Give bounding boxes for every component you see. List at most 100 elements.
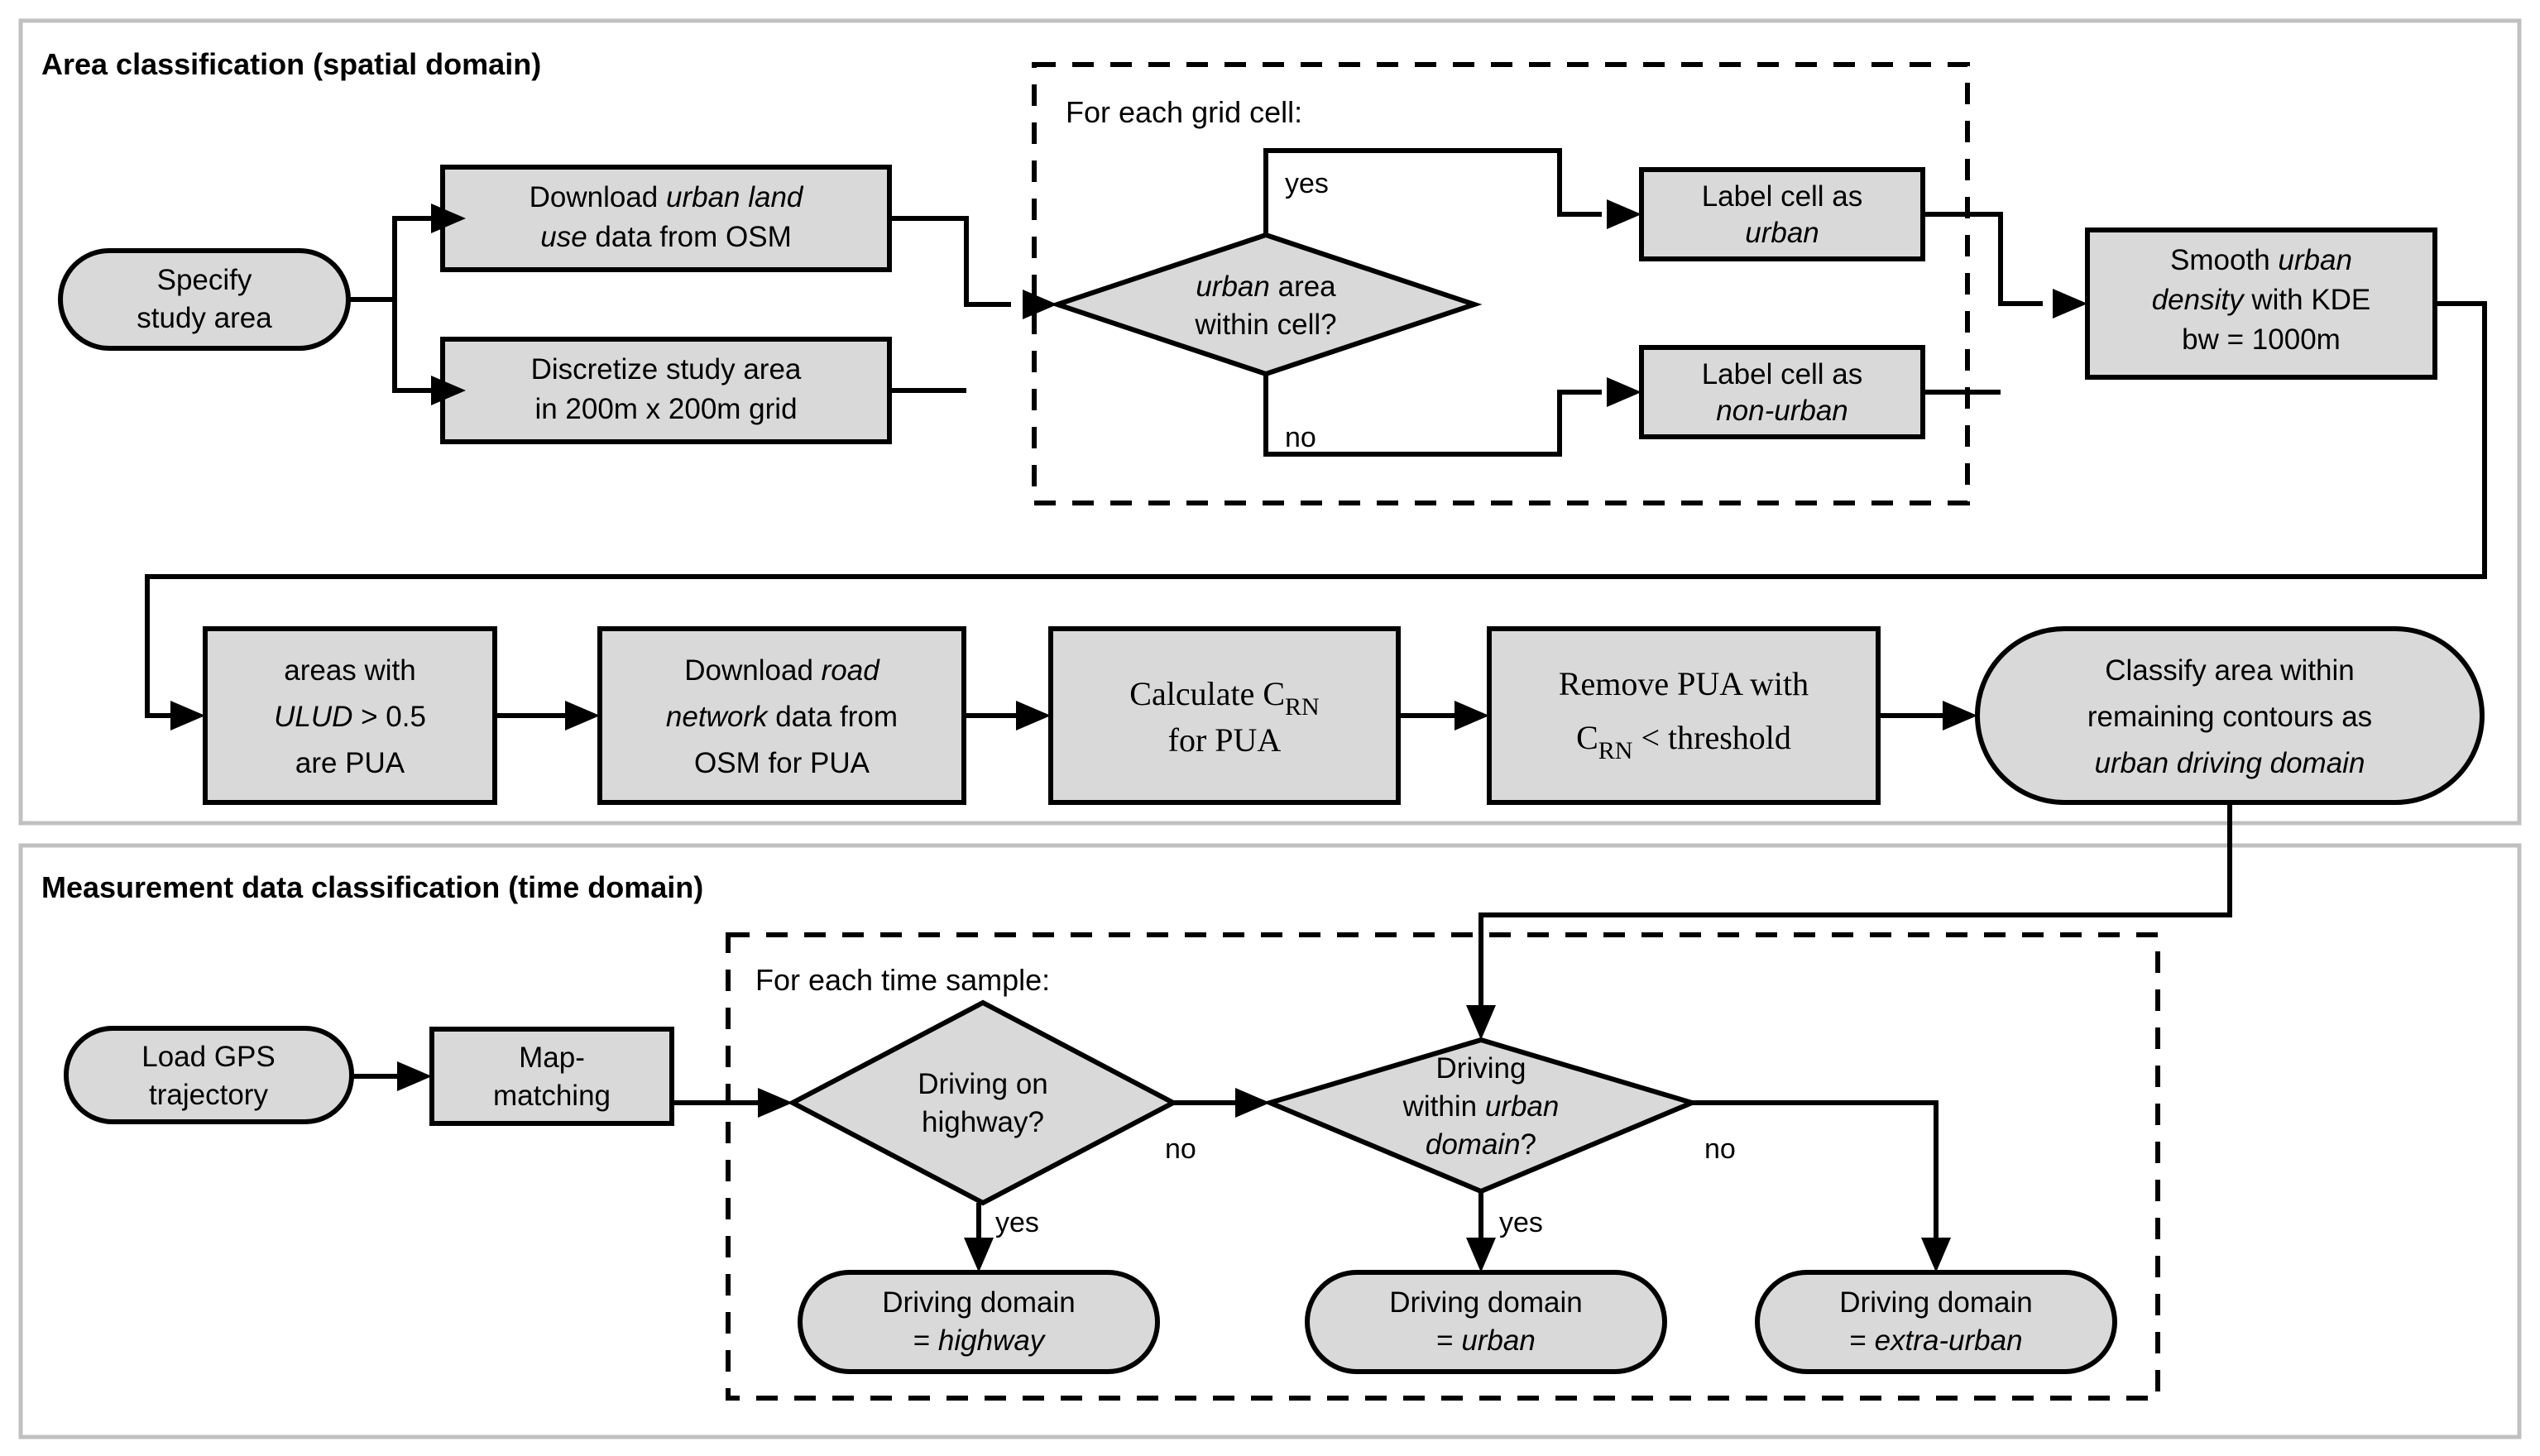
node-remove-pua-line1: Remove PUA with bbox=[1559, 665, 1809, 702]
edge-specify-split bbox=[348, 216, 431, 302]
pua-l2i: ULUD bbox=[274, 701, 352, 733]
result-extra-line2: = extra-urban bbox=[1849, 1324, 2022, 1357]
edge-kde-to-row2 bbox=[145, 301, 2487, 718]
edge-landuse-join bbox=[889, 216, 1011, 307]
rd-l2i: network bbox=[666, 701, 769, 733]
edge-no-nonurban bbox=[1263, 374, 1602, 457]
arrow-to-kde bbox=[2053, 289, 2087, 318]
node-label-urban-line1: Label cell as bbox=[1702, 180, 1863, 213]
node-label-urban-line2: urban bbox=[1745, 217, 1819, 249]
node-map-matching[interactable] bbox=[429, 1027, 674, 1126]
arrow-to-classify bbox=[1943, 701, 1977, 730]
kde-l2a: with KDE bbox=[2244, 284, 2371, 316]
arrow-to-label-nonurban bbox=[1607, 377, 1641, 407]
result-highway-line1: Driving domain bbox=[882, 1286, 1075, 1319]
node-load-gps-line2: trajectory bbox=[149, 1079, 268, 1111]
node-smooth-kde-line2: density with KDE bbox=[2152, 284, 2371, 316]
arrow-to-decision-urban-domain bbox=[1466, 1005, 1496, 1040]
crn-l1sub: RN bbox=[1285, 693, 1320, 721]
du-l3i: domain bbox=[1426, 1128, 1521, 1161]
edge-label-yes-highway: yes bbox=[995, 1207, 1039, 1238]
decision-driving-on-highway[interactable] bbox=[787, 999, 1179, 1206]
edge-classify-to-time-decision bbox=[1478, 802, 2232, 1005]
decision-urbandomain-line3: domain? bbox=[1426, 1128, 1536, 1161]
arrow-yes-to-result-urban bbox=[1466, 1238, 1496, 1272]
dua-l1i: urban bbox=[1196, 271, 1270, 303]
node-pua-line1: areas with bbox=[284, 654, 416, 687]
edge-label-no-urbandomain: no bbox=[1704, 1133, 1736, 1165]
dl-l1i: urban land bbox=[666, 181, 804, 213]
edge-label-no-highway: no bbox=[1165, 1133, 1196, 1165]
arrow-to-label-urban bbox=[1607, 199, 1641, 229]
node-result-driving-domain-urban[interactable] bbox=[1305, 1270, 1667, 1374]
crn-l1a: Calculate C bbox=[1129, 675, 1285, 712]
node-smooth-kde-line1: Smooth urban bbox=[2170, 244, 2352, 276]
node-label-nonurban-line2: non-urban bbox=[1716, 395, 1848, 427]
decision-highway-line2: highway? bbox=[922, 1106, 1044, 1138]
node-specify-study-area-line1: Specify bbox=[157, 264, 252, 296]
node-pua-line2: ULUD > 0.5 bbox=[274, 701, 426, 733]
node-specify-study-area-line2: study area bbox=[137, 302, 272, 334]
kde-l2i: density bbox=[2152, 284, 2245, 316]
node-load-gps-line1: Load GPS bbox=[141, 1041, 276, 1073]
arrow-to-decision-highway bbox=[758, 1088, 793, 1118]
ru-l2a: = bbox=[1436, 1324, 1461, 1357]
rd-l2a: data from bbox=[767, 701, 898, 733]
node-road-line3: OSM for PUA bbox=[694, 747, 870, 779]
panel-spatial-title: Area classification (spatial domain) bbox=[41, 47, 541, 81]
node-calculate-crn[interactable] bbox=[1048, 626, 1401, 805]
node-download-landuse-line1: Download urban land bbox=[530, 181, 804, 213]
node-calc-crn-line1: Calculate CRN bbox=[1129, 675, 1319, 721]
re-l2i: extra-urban bbox=[1875, 1324, 2023, 1357]
ru-l2i: urban bbox=[1461, 1324, 1536, 1357]
node-road-line2: network data from bbox=[666, 701, 898, 733]
node-classify-line2: remaining contours as bbox=[2087, 701, 2372, 733]
loop-label-time-sample: For each time sample: bbox=[755, 963, 1050, 997]
edge-label-yes-grid: yes bbox=[1285, 168, 1329, 199]
rp-l2sub: RN bbox=[1598, 737, 1633, 764]
edge-yes-urban bbox=[1263, 148, 1602, 235]
node-discretize-line1: Discretize study area bbox=[531, 353, 802, 386]
node-label-nonurban-line1: Label cell as bbox=[1702, 358, 1863, 390]
decision-urbandomain-line2: within urban bbox=[1402, 1090, 1560, 1123]
arrow-no-to-decision-urbandomain bbox=[1235, 1088, 1270, 1118]
panel-time-title: Measurement data classification (time do… bbox=[41, 870, 703, 904]
rd-l1a: Download bbox=[684, 654, 821, 687]
decision-highway-line1: Driving on bbox=[918, 1068, 1048, 1100]
re-l2a: = bbox=[1849, 1324, 1874, 1357]
dua-l1a: area bbox=[1270, 271, 1336, 303]
arrow-to-discretize bbox=[431, 376, 466, 405]
node-discretize-line2: in 200m x 200m grid bbox=[534, 393, 797, 425]
node-classify-line3: urban driving domain bbox=[2095, 747, 2365, 779]
arrow-to-download-landuse bbox=[431, 204, 466, 233]
arrow-no-to-result-extra bbox=[1921, 1238, 1951, 1272]
result-urban-line1: Driving domain bbox=[1389, 1286, 1582, 1319]
loop-box-grid-cell bbox=[1032, 62, 1970, 505]
decision-urban-area-within-cell[interactable] bbox=[1049, 232, 1483, 377]
decision-urban-area-line2: within cell? bbox=[1194, 309, 1336, 341]
dl-l2i: use bbox=[540, 221, 587, 253]
node-road-line1: Download road bbox=[684, 654, 880, 687]
panel-time-border bbox=[18, 843, 2522, 1439]
edge-label-yes-urbandomain: yes bbox=[1499, 1207, 1543, 1238]
rd-l1i: road bbox=[822, 654, 881, 687]
edge-urbandomain-no bbox=[1692, 1100, 1939, 1238]
arrow-to-map-matching bbox=[397, 1061, 432, 1091]
panel-spatial-border bbox=[18, 18, 2522, 826]
arrow-to-road bbox=[565, 701, 600, 730]
arrow-to-pua bbox=[170, 701, 205, 730]
node-remove-pua-threshold[interactable] bbox=[1487, 626, 1881, 805]
du-l3a: ? bbox=[1521, 1128, 1536, 1161]
arrow-to-crn bbox=[1016, 701, 1051, 730]
node-smooth-kde-line3: bw = 1000m bbox=[2182, 323, 2341, 356]
rp-l2b: < threshold bbox=[1632, 719, 1790, 756]
dl-l2a: data from OSM bbox=[587, 221, 792, 253]
node-classify-line1: Classify area within bbox=[2105, 654, 2355, 687]
edge-specify-split-down bbox=[392, 299, 431, 393]
dl-l1a: Download bbox=[530, 181, 666, 213]
rh-l2a: = bbox=[913, 1324, 938, 1357]
result-urban-line2: = urban bbox=[1436, 1324, 1536, 1357]
loop-box-time-sample bbox=[726, 932, 2160, 1401]
result-extra-line1: Driving domain bbox=[1839, 1286, 2032, 1319]
node-download-landuse[interactable] bbox=[440, 165, 892, 272]
